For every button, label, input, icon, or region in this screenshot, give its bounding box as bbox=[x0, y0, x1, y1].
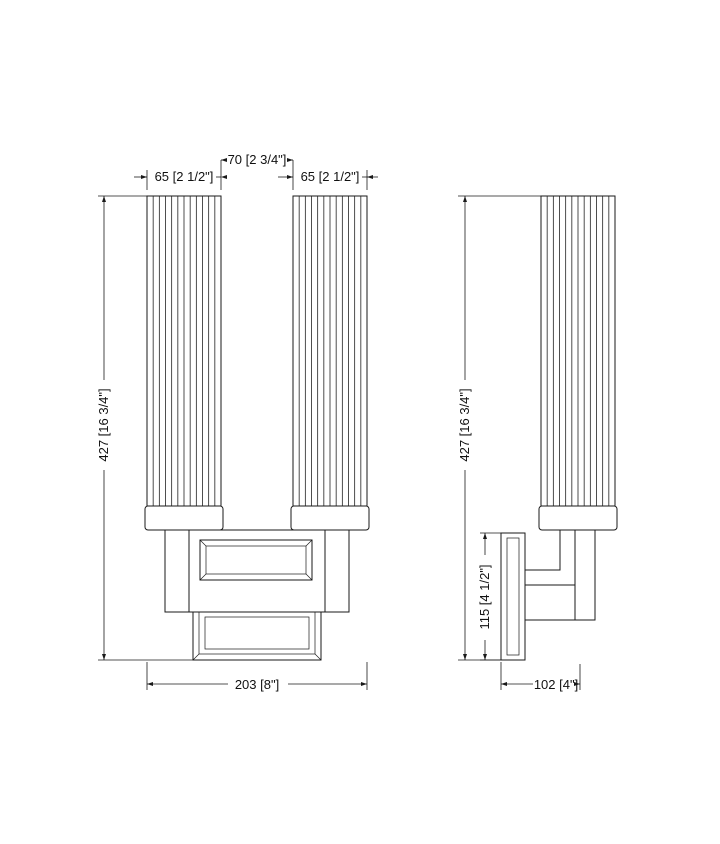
gap-dimension-label: 70 [2 3/4"] bbox=[228, 152, 287, 167]
backplate-height-label: 115 [4 1/2"] bbox=[477, 564, 492, 629]
side-height-label: 427 [16 3/4"] bbox=[457, 388, 472, 461]
front-view: 70 [2 3/4"] 65 [2 1/2"] 65 [2 1/2"] 427 … bbox=[96, 152, 378, 692]
left-shade-flutes bbox=[152, 196, 216, 506]
dimension-arrows bbox=[102, 158, 580, 686]
right-shade-flutes bbox=[298, 196, 362, 506]
side-shade-flutes bbox=[546, 196, 610, 506]
side-height-dimension bbox=[458, 195, 541, 661]
side-view: 427 [16 3/4"] 115 [4 1/2"] 102 [4"] bbox=[457, 195, 618, 692]
front-width-label: 203 [8"] bbox=[235, 677, 279, 692]
front-height-dimension bbox=[98, 195, 193, 661]
left-shade bbox=[144, 195, 224, 531]
left-shade-width-label: 65 [2 1/2"] bbox=[155, 169, 214, 184]
front-width-dimension bbox=[146, 662, 368, 690]
fixture-body bbox=[164, 529, 350, 661]
side-body bbox=[500, 530, 596, 661]
side-shade bbox=[538, 195, 618, 531]
side-depth-label: 102 [4"] bbox=[534, 677, 578, 692]
front-height-label: 427 [16 3/4"] bbox=[96, 388, 111, 461]
right-shade bbox=[290, 195, 370, 531]
right-shade-width-label: 65 [2 1/2"] bbox=[301, 169, 360, 184]
